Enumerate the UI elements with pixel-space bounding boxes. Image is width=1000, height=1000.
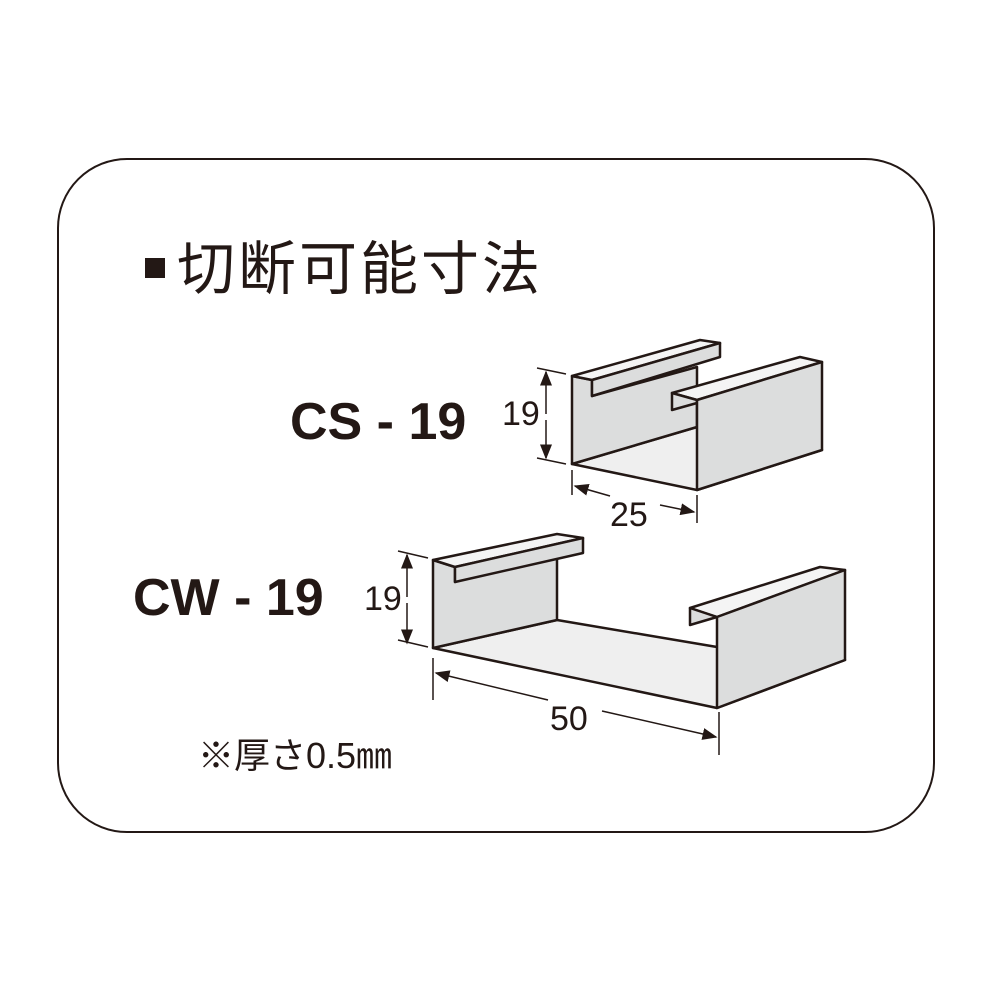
bullet-square-icon <box>145 257 165 278</box>
content-frame <box>57 158 935 833</box>
cs19-height-dimension: 19 <box>502 395 540 433</box>
section-title: 切断可能寸法 <box>145 222 543 306</box>
cs19-width-dimension: 25 <box>610 496 648 534</box>
thickness-note: ※厚さ0.5㎜ <box>198 735 393 776</box>
cw19-height-dimension: 19 <box>364 580 402 618</box>
title-text: 切断可能寸法 <box>177 237 544 302</box>
cw19-channel-shape <box>397 532 847 755</box>
cw19-width-dimension: 50 <box>550 700 588 738</box>
model-label-cw19: CW - 19 <box>133 569 324 627</box>
cs19-channel-shape <box>536 338 824 523</box>
model-label-cs19: CS - 19 <box>290 393 467 451</box>
